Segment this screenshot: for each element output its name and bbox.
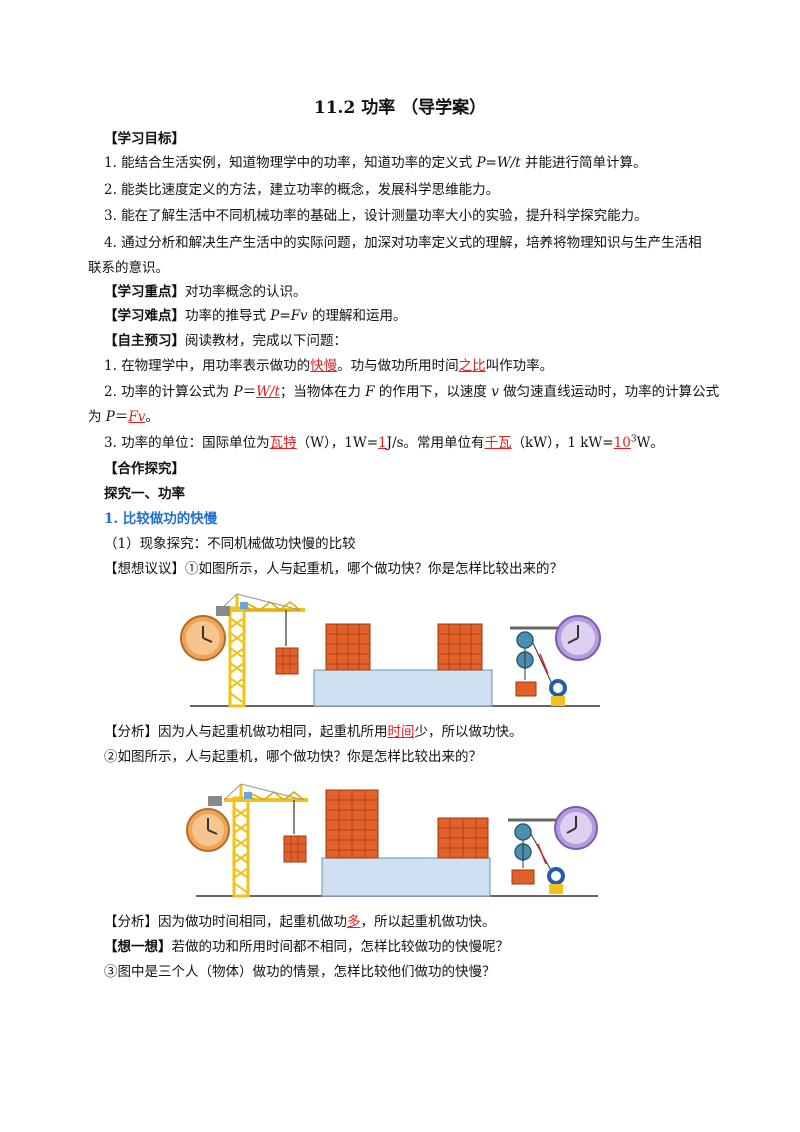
analysis-2: 【分析】因为做功时间相同，起重机做功多，所以起重机做功快。 xyxy=(104,914,496,930)
objective-4-line2: 联系的意识。 xyxy=(88,260,169,276)
answer-fill: 1 xyxy=(378,435,387,451)
objective-3: 3. 能在了解生活中不同机械功率的基础上，设计测量功率大小的实验，提升科学探究能… xyxy=(104,208,648,224)
answer-fill: 多 xyxy=(347,914,361,930)
preview-q1: 1. 在物理学中，用功率表示做功的快慢。功与做功所用时间之比叫作功率。 xyxy=(104,358,554,374)
objective-1: 1. 能结合生活实例，知道物理学中的功率，知道功率的定义式 P=W/t 并能进行… xyxy=(104,155,647,171)
preview-q2-line2: 为 P＝Fv。 xyxy=(88,409,159,425)
person-icon xyxy=(539,653,567,706)
subsection-heading: 1. 比较做功的快慢 xyxy=(104,511,218,527)
answer-fill: 瓦特 xyxy=(269,435,297,451)
objective-4-line1: 4. 通过分析和解决生产生活中的实际问题，加深对功率定义式的理解，培养将物理知识… xyxy=(104,235,702,251)
key-point: 【学习重点】对功率概念的认识。 xyxy=(104,284,307,300)
page-title: 11.2 功率 （导学案） xyxy=(313,98,487,118)
objectives-header: 【学习目标】 xyxy=(104,131,185,147)
person-icon xyxy=(537,843,565,894)
analysis-1: 【分析】因为人与起重机做功相同，起重机所用时间少，所以做功快。 xyxy=(104,724,523,740)
explore-heading: 探究一、功率 xyxy=(104,486,185,502)
difficulty: 【学习难点】功率的推导式 P=Fv 的理解和运用。 xyxy=(104,308,407,324)
phenomenon-text: （1）现象探究：不同机械做功快慢的比较 xyxy=(104,536,356,552)
preview: 【自主预习】阅读教材，完成以下问题： xyxy=(104,333,347,349)
crane-icon xyxy=(216,593,305,708)
clock-icon xyxy=(555,615,601,661)
crane-vs-person-figure-2 xyxy=(186,783,598,898)
objective-2: 2. 能类比速度定义的方法，建立功率的概念，发展科学思维能力。 xyxy=(104,182,500,198)
answer-fill: 千瓦 xyxy=(484,435,512,451)
answer-fill: 之比 xyxy=(458,358,486,374)
answer-fill: Fv xyxy=(128,409,146,425)
preview-q2-line1: 2. 功率的计算公式为 P＝W/t；当物体在力 F 的作用下，以速度 v 做匀速… xyxy=(104,384,720,400)
preview-q3: 3. 功率的单位：国际单位为瓦特（W），1W=1J/s。常用单位有千瓦（kW），… xyxy=(104,434,664,451)
answer-fill: 10 xyxy=(613,435,631,451)
clock-icon xyxy=(186,808,230,852)
answer-fill: 时间 xyxy=(387,724,415,740)
clock-icon xyxy=(180,615,226,661)
answer-fill: W/t xyxy=(256,384,280,400)
think-discuss-1: 【想想议议】①如图所示，人与起重机，哪个做功快？你是怎样比较出来的？ xyxy=(104,561,563,577)
think-4: ③图中是三个人（物体）做功的情景，怎样比较他们做功的快慢？ xyxy=(104,964,496,980)
crane-icon xyxy=(208,783,308,898)
answer-fill: 快慢 xyxy=(310,358,338,374)
cooperate-header: 【合作探究】 xyxy=(104,461,185,477)
think-3: 【想一想】若做的功和所用时间都不相同，怎样比较做功的快慢呢？ xyxy=(104,939,509,955)
think-discuss-2: ②如图所示，人与起重机，哪个做功快？你是怎样比较出来的？ xyxy=(104,749,482,765)
clock-icon xyxy=(554,806,598,850)
crane-vs-person-figure-1 xyxy=(180,593,601,708)
